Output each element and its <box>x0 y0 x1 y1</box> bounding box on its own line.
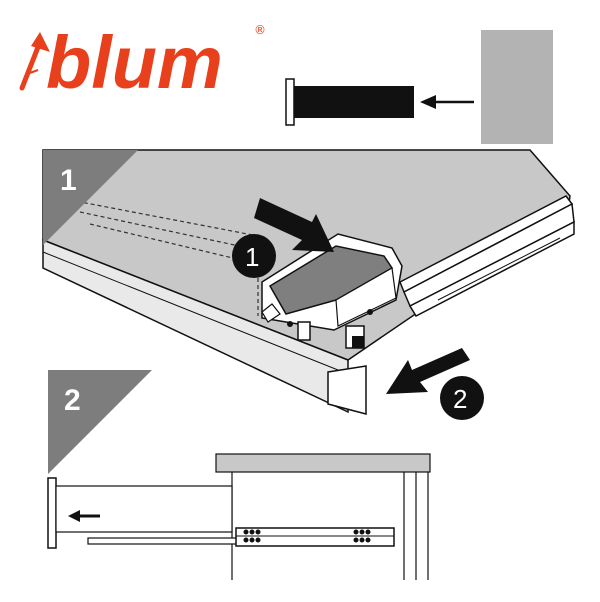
step-2-badge <box>48 370 152 474</box>
step-1-panel: 1 <box>42 149 575 415</box>
runner-rail <box>327 195 575 415</box>
pull-arrow-icon <box>386 348 470 394</box>
callout-1: 1 <box>232 234 276 278</box>
cabinet-outline <box>215 453 431 580</box>
spacer-body <box>294 86 414 118</box>
brand-logo: blum ® <box>19 21 266 104</box>
trademark-symbol: ® <box>254 23 266 37</box>
callout-1-number: 1 <box>245 242 259 272</box>
locking-device <box>261 233 403 349</box>
left-arrow-icon <box>68 510 100 522</box>
spacer-symbol <box>285 30 553 144</box>
step-1-number: 1 <box>60 164 77 197</box>
push-arrow-icon <box>254 198 334 252</box>
hidden-edges <box>69 199 259 316</box>
spacer-end-plate <box>285 78 295 126</box>
brand-wordmark: blum <box>46 21 223 104</box>
left-arrow-icon <box>420 95 474 109</box>
step-1-badge <box>43 150 138 245</box>
drawer-front <box>47 477 57 549</box>
cabinet-side-block <box>481 30 553 144</box>
callout-2: 2 <box>440 376 484 420</box>
drawer-runner <box>87 527 395 547</box>
step-2-number: 2 <box>64 384 81 417</box>
callout-2-number: 2 <box>453 384 467 414</box>
step-2-panel: 2 <box>47 370 431 580</box>
logo-arrow-icon <box>19 32 50 91</box>
drawer-body <box>55 485 233 533</box>
